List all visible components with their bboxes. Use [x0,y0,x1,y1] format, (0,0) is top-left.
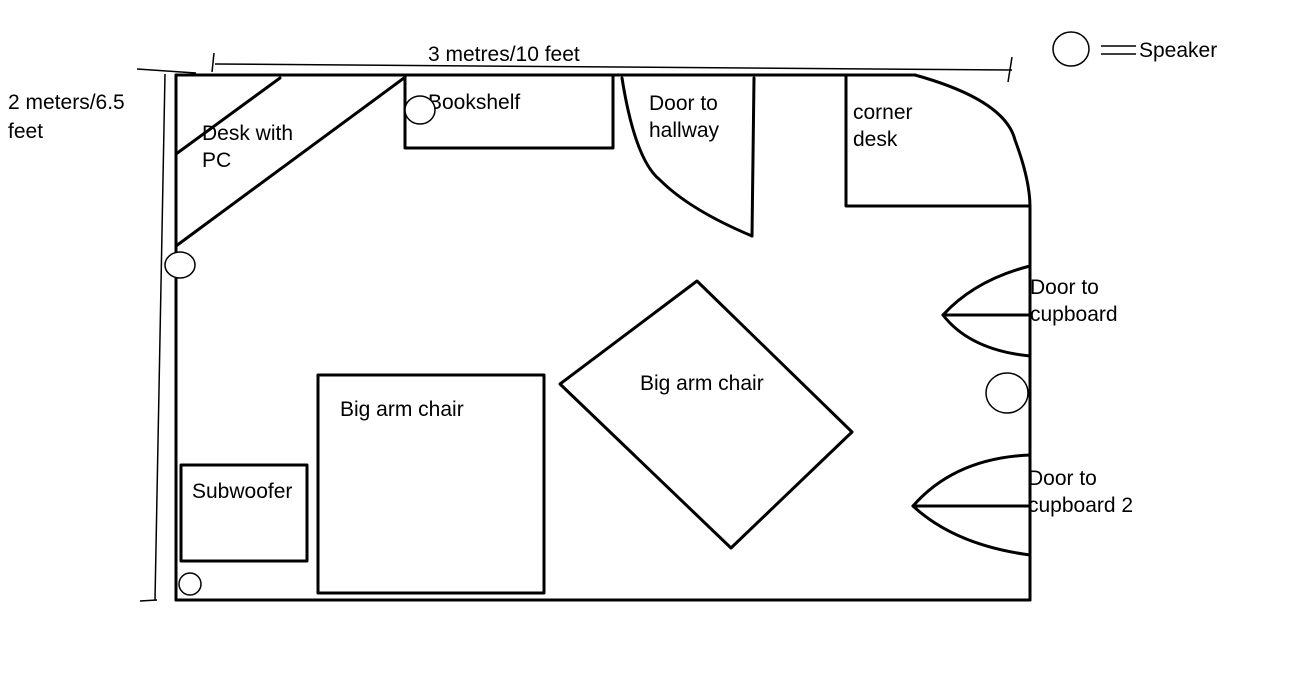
armchair-1-label: Big arm chair [340,398,464,421]
height-label-line1: 2 meters/6.5 [8,91,125,114]
door-cupboard-2-label-line2: cupboard 2 [1028,494,1133,517]
big-arm-chair-square: Big arm chair [316,373,546,595]
width-dimension: 3 metres/10 feet [211,43,1013,83]
desk-with-pc: Desk with PC [174,76,406,248]
subwoofer-label: Subwoofer [192,480,292,503]
speaker-icon [404,95,436,125]
door-hallway-label-line1: Door to [649,92,718,115]
height-label-line2: feet [8,120,43,143]
corner-desk-label-line2: desk [853,128,898,151]
corner-desk: corner desk [844,73,1032,208]
desk-pc-label-line1: Desk with [202,122,293,145]
desk-pc-label-line2: PC [202,149,231,172]
door-cupboard-2: Door to cupboard 2 [911,453,1133,557]
door-hallway: Door to hallway [620,76,756,238]
bookshelf: Bookshelf [403,73,615,150]
legend: Speaker [1052,31,1217,67]
subwoofer: Subwoofer [179,463,309,563]
speaker-icon [985,372,1029,414]
room-walls [174,73,1032,602]
door-cupboard-1-label-line1: Door to [1030,276,1099,299]
corner-desk-label-line1: corner [853,101,913,124]
speaker-icon [178,572,202,596]
big-arm-chair-diamond: Big arm chair [558,279,854,550]
armchair-2-label: Big arm chair [640,372,764,395]
speaker-icon [164,251,196,279]
door-hallway-label-line2: hallway [649,119,720,142]
speakers [164,95,1029,596]
legend-speaker-icon [1052,31,1090,67]
width-label: 3 metres/10 feet [428,43,580,66]
height-dimension: 2 meters/6.5 feet [8,68,197,602]
bookshelf-label: Bookshelf [428,91,520,114]
door-cupboard-1: Door to cupboard [941,264,1118,358]
legend-speaker-label: Speaker [1139,39,1217,62]
door-cupboard-1-label-line2: cupboard [1030,303,1118,326]
door-cupboard-2-label-line1: Door to [1028,467,1097,490]
